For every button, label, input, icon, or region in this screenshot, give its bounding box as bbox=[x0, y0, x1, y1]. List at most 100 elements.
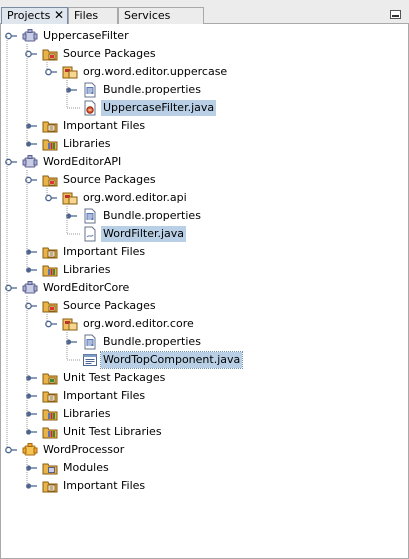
expand-toggle-icon[interactable] bbox=[25, 265, 37, 275]
tree-node-label: org.word.editor.core bbox=[83, 317, 194, 330]
suite-icon bbox=[22, 442, 38, 458]
tree-node[interactable]: WordFilter.java bbox=[64, 225, 406, 243]
collapse-toggle-icon[interactable] bbox=[45, 319, 57, 329]
tree-node[interactable]: Unit Test Packages bbox=[24, 369, 406, 387]
tree-node-label: UppercaseFilter.java bbox=[101, 100, 217, 116]
tree-node-label: Libraries bbox=[63, 137, 111, 150]
source-packages-icon bbox=[42, 298, 58, 314]
tree-node[interactable]: org.word.editor.api bbox=[44, 189, 406, 207]
tree-node[interactable]: org.word.editor.uppercase bbox=[44, 63, 406, 81]
tree-node-label: Bundle.properties bbox=[103, 83, 201, 96]
expand-toggle-icon[interactable] bbox=[25, 247, 37, 257]
expand-toggle-icon[interactable] bbox=[25, 463, 37, 473]
tab-services[interactable]: Services bbox=[118, 7, 204, 24]
collapse-toggle-icon[interactable] bbox=[45, 67, 57, 77]
tree-node-label: Source Packages bbox=[63, 173, 156, 186]
test-packages-icon bbox=[42, 370, 58, 386]
libraries-icon bbox=[42, 262, 58, 278]
tree-node-label: WordProcessor bbox=[43, 443, 125, 456]
tree-node[interactable]: UppercaseFilter.java bbox=[64, 99, 406, 117]
source-packages-icon bbox=[42, 46, 58, 62]
tree-node[interactable]: Bundle.properties bbox=[64, 207, 406, 225]
java-class-icon bbox=[82, 100, 98, 116]
libraries-icon bbox=[42, 406, 58, 422]
modules-icon bbox=[42, 460, 58, 476]
collapse-toggle-icon[interactable] bbox=[5, 445, 17, 455]
expand-toggle-icon[interactable] bbox=[25, 409, 37, 419]
expand-toggle-icon[interactable] bbox=[65, 337, 77, 347]
important-files-icon bbox=[42, 388, 58, 404]
top-component-icon bbox=[82, 352, 98, 368]
properties-file-icon bbox=[82, 82, 98, 98]
tree-node[interactable]: Important Files bbox=[24, 117, 406, 135]
tree-node[interactable]: Important Files bbox=[24, 387, 406, 405]
collapse-toggle-icon[interactable] bbox=[5, 31, 17, 41]
project-icon bbox=[22, 28, 38, 44]
tree-node-label: Unit Test Packages bbox=[63, 371, 166, 384]
tree-node-label: Important Files bbox=[63, 119, 146, 132]
minimize-window-button[interactable] bbox=[390, 10, 401, 19]
tree-node-label: WordEditorCore bbox=[43, 281, 130, 294]
tab-files-label: Files bbox=[74, 9, 99, 22]
tree-node[interactable]: Libraries bbox=[24, 135, 406, 153]
collapse-toggle-icon[interactable] bbox=[45, 193, 57, 203]
tree-node[interactable]: WordTopComponent.java bbox=[64, 351, 406, 369]
tree-node-label: Source Packages bbox=[63, 299, 156, 312]
tree-node[interactable]: Source Packages bbox=[24, 297, 406, 315]
tree-node[interactable]: Bundle.properties bbox=[64, 333, 406, 351]
tree-node[interactable]: Unit Test Libraries bbox=[24, 423, 406, 441]
tree-node-label: UppercaseFilter bbox=[43, 29, 129, 42]
libraries-icon bbox=[42, 136, 58, 152]
tree-node[interactable]: Important Files bbox=[24, 477, 406, 495]
tree-node-label: WordEditorAPI bbox=[43, 155, 122, 168]
expand-toggle-icon[interactable] bbox=[65, 85, 77, 95]
expand-toggle-icon[interactable] bbox=[25, 481, 37, 491]
tab-services-label: Services bbox=[124, 9, 171, 22]
tree-node-label: Source Packages bbox=[63, 47, 156, 60]
collapse-toggle-icon[interactable] bbox=[25, 49, 37, 59]
expand-toggle-icon[interactable] bbox=[25, 391, 37, 401]
collapse-toggle-icon[interactable] bbox=[5, 157, 17, 167]
tree-node[interactable]: Important Files bbox=[24, 243, 406, 261]
tree-node[interactable]: org.word.editor.core bbox=[44, 315, 406, 333]
project-icon bbox=[22, 154, 38, 170]
java-interface-icon bbox=[82, 226, 98, 242]
tree-node-label: WordTopComponent.java bbox=[99, 351, 244, 369]
tree-node[interactable]: WordEditorCore bbox=[4, 279, 406, 297]
tree-node[interactable]: WordEditorAPI bbox=[4, 153, 406, 171]
tree-node-label: Modules bbox=[63, 461, 109, 474]
tree-node-label: Bundle.properties bbox=[103, 209, 201, 222]
collapse-toggle-icon[interactable] bbox=[5, 283, 17, 293]
expand-toggle-icon[interactable] bbox=[25, 373, 37, 383]
tree-node[interactable]: Modules bbox=[24, 459, 406, 477]
project-icon bbox=[22, 280, 38, 296]
tree-node[interactable]: UppercaseFilter bbox=[4, 27, 406, 45]
tree-node[interactable]: WordProcessor bbox=[4, 441, 406, 459]
tab-projects[interactable]: Projects ✕ bbox=[1, 7, 68, 25]
tree-node[interactable]: Libraries bbox=[24, 261, 406, 279]
package-icon bbox=[62, 64, 78, 80]
tree-node[interactable]: Libraries bbox=[24, 405, 406, 423]
tree-node-label: Important Files bbox=[63, 479, 146, 492]
expand-toggle-icon[interactable] bbox=[25, 121, 37, 131]
important-files-icon bbox=[42, 118, 58, 134]
properties-file-icon bbox=[82, 208, 98, 224]
tree-node-label: Unit Test Libraries bbox=[63, 425, 162, 438]
important-files-icon bbox=[42, 244, 58, 260]
collapse-toggle-icon[interactable] bbox=[25, 175, 37, 185]
expand-toggle-icon[interactable] bbox=[25, 427, 37, 437]
tree-node[interactable]: Source Packages bbox=[24, 171, 406, 189]
tree-node-label: Bundle.properties bbox=[103, 335, 201, 348]
expand-toggle-icon[interactable] bbox=[65, 211, 77, 221]
tree-node-label: org.word.editor.uppercase bbox=[83, 65, 228, 78]
tab-files[interactable]: Files bbox=[68, 7, 118, 24]
collapse-toggle-icon[interactable] bbox=[25, 301, 37, 311]
tree-node[interactable]: Source Packages bbox=[24, 45, 406, 63]
expand-toggle-icon[interactable] bbox=[25, 139, 37, 149]
tree-node-label: Important Files bbox=[63, 389, 146, 402]
libraries-icon bbox=[42, 424, 58, 440]
tree-node-label: org.word.editor.api bbox=[83, 191, 187, 204]
close-icon[interactable]: ✕ bbox=[53, 8, 64, 22]
tree-node[interactable]: Bundle.properties bbox=[64, 81, 406, 99]
